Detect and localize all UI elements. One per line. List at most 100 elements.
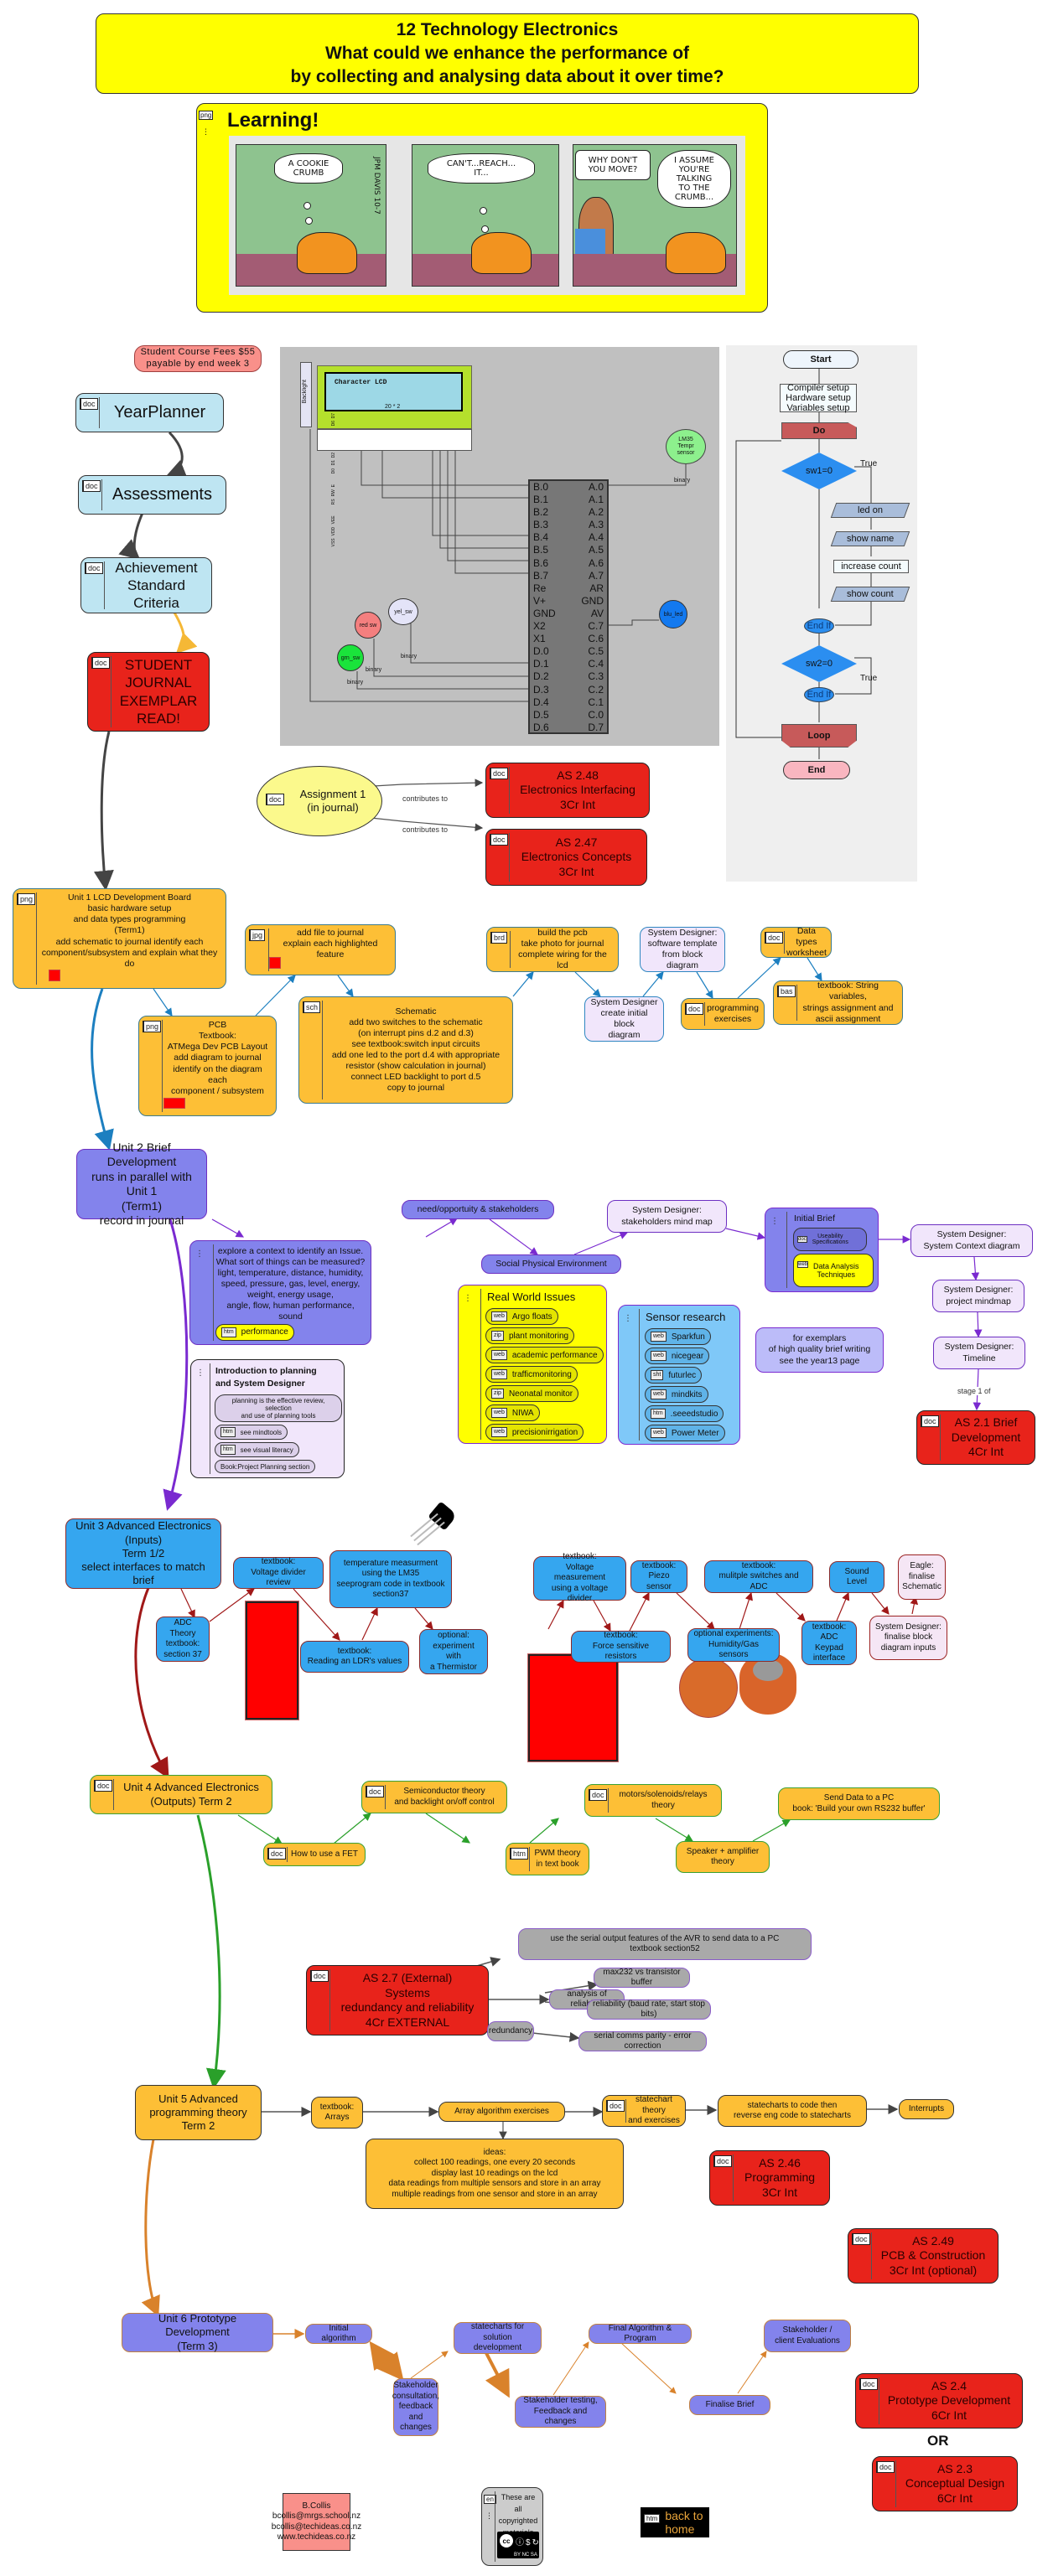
as21-node[interactable]: doc AS 2.1 Brief Development 4Cr Int: [916, 1410, 1035, 1465]
as247-node[interactable]: doc AS 2.47 Electronics Concepts 3Cr Int: [485, 829, 647, 886]
voltage-divider-node[interactable]: textbook: Voltage divider review: [233, 1557, 324, 1589]
fet-node[interactable]: doc How to use a FET: [263, 1843, 366, 1866]
build-pcb-node[interactable]: brd build the pcb take photo for journal…: [486, 927, 619, 972]
sd-context-node[interactable]: System Designer: System Context diagram: [910, 1224, 1033, 1257]
explore-context-node[interactable]: ⋮ explore a context to identify an Issue…: [189, 1240, 371, 1345]
usability-spec-link[interactable]: doc Useability Specifications: [793, 1228, 867, 1251]
unit1-node[interactable]: png Unit 1 LCD Development Board basic h…: [13, 888, 226, 989]
statechart-code-node[interactable]: statecharts to code then reverse eng cod…: [718, 2095, 867, 2127]
unit2-node[interactable]: Unit 2 Brief Development runs in paralle…: [76, 1141, 207, 1227]
voltage-measurement-node[interactable]: textbook: Voltage measurement using a vo…: [533, 1552, 626, 1603]
strings-node[interactable]: bas textbook: String variables, strings …: [773, 980, 903, 1025]
unit4-node[interactable]: doc Unit 4 Advanced Electronics (Outputs…: [90, 1775, 272, 1814]
as246-node[interactable]: doc AS 2.46 Programming 3Cr Int: [709, 2150, 830, 2206]
sd-software-template-node[interactable]: System Designer: software template from …: [640, 927, 725, 972]
parity-node[interactable]: serial comms parity - error correction: [578, 2031, 707, 2051]
piezo-node[interactable]: textbook: Piezo sensor: [630, 1560, 687, 1593]
unit5-node[interactable]: Unit 5 Advanced programming theory Term …: [135, 2085, 262, 2140]
assessments-node[interactable]: doc Assessments: [78, 475, 226, 515]
learning-node[interactable]: png ⋮ Learning! A COOKIE CRUMB JPM DAVIS…: [196, 103, 768, 313]
programming-exercises-node[interactable]: doc programming exercises: [681, 998, 765, 1030]
stakeholder-consultation-node[interactable]: Stakeholder consultation, feedback and c…: [392, 2378, 439, 2436]
motors-node[interactable]: doc motors/solenoids/relays theory: [584, 1784, 722, 1817]
pwm-node[interactable]: htm PWM theory in text book: [506, 1843, 589, 1875]
achievement-criteria-node[interactable]: doc Achievement Standard Criteria: [80, 557, 212, 613]
adc-keypad-node[interactable]: textbook: ADC Keypad interface: [801, 1621, 857, 1665]
baud-rate-node[interactable]: reliability (baud rate, start stop bits): [587, 1999, 711, 2020]
finalise-brief-node[interactable]: Finalise Brief: [689, 2395, 770, 2415]
final-algorithm-node[interactable]: Final Algorithm & Program: [589, 2324, 692, 2344]
flow-do: Do: [781, 422, 857, 439]
serial-output-node[interactable]: use the serial output features of the AV…: [518, 1928, 812, 1960]
lm35-node[interactable]: temperature measurment using the LM35 se…: [329, 1550, 452, 1608]
as23-node[interactable]: doc AS 2.3 Conceptual Design 6Cr Int: [872, 2456, 1018, 2511]
data-types-node[interactable]: doc Data types worksheet: [760, 926, 832, 958]
max232-node[interactable]: max232 vs transistor buffer: [594, 1968, 690, 1988]
pcb-node[interactable]: png PCB Textbook: ATMega Dev PCB Layout …: [138, 1016, 277, 1116]
ldr-node[interactable]: textbook: Reading an LDR's values: [300, 1641, 409, 1673]
send-data-node[interactable]: Send Data to a PC book: 'Build your own …: [778, 1787, 940, 1820]
adc-theory-node[interactable]: ADC Theory textbook: section 37: [156, 1616, 210, 1662]
performance-link[interactable]: htm performance: [215, 1324, 294, 1341]
humidity-gas-node[interactable]: optional experiments: Humidity/Gas senso…: [687, 1628, 780, 1662]
array-exercises-node[interactable]: Array algorithm exercises: [438, 2102, 565, 2122]
sd-block-diagram-node[interactable]: System Designer create initial block dia…: [584, 996, 664, 1042]
fsr-node[interactable]: textbook: Force sensitive resistors: [571, 1631, 671, 1663]
planning-item[interactable]: planning is the effective review, select…: [215, 1394, 342, 1422]
arrays-node[interactable]: textbook: Arrays: [311, 2097, 363, 2129]
sd-mindmap-node[interactable]: System Designer: project mindmap: [932, 1280, 1024, 1312]
need-opportunity-node[interactable]: need/opportuity & stakeholders: [402, 1200, 554, 1219]
stakeholder-evaluations-node[interactable]: Stakeholder / client Evaluations: [764, 2320, 851, 2352]
unit6-node[interactable]: Unit 6 Prototype Development (Term 3): [122, 2312, 273, 2352]
sd-timeline-node[interactable]: System Designer: Timeline: [933, 1337, 1025, 1369]
thermistor-node[interactable]: optional: experiment with a Thermistor: [419, 1629, 488, 1674]
schematic-node[interactable]: sch Schematic add two switches to the sc…: [298, 996, 513, 1104]
unit3-node[interactable]: Unit 3 Advanced Electronics (Inputs) Ter…: [65, 1518, 221, 1589]
statechart-node[interactable]: doc statechart theory and exercises: [602, 2095, 686, 2127]
sound-level-node[interactable]: Sound Level: [829, 1561, 884, 1593]
copyright-node[interactable]: en ⋮ These are all copyrighted materials…: [481, 2487, 543, 2566]
student-journal-node[interactable]: doc STUDENT JOURNAL EXEMPLAR READ!: [87, 652, 210, 732]
assignment-1-node[interactable]: doc Assignment 1 (in journal): [257, 766, 382, 836]
initial-algorithm-node[interactable]: Initial algorithm: [305, 2324, 372, 2344]
add-file-node[interactable]: jpg add file to journal explain each hig…: [245, 924, 396, 975]
planning-node[interactable]: ⋮ Introduction to planning and System De…: [190, 1359, 345, 1478]
sd-finalise-node[interactable]: System Designer: finalise block diagram …: [869, 1616, 947, 1660]
interrupts-node[interactable]: Interrupts: [899, 2099, 954, 2119]
statecharts-development-node[interactable]: statecharts for solution development: [454, 2322, 542, 2354]
as248-node[interactable]: doc AS 2.48 Electronics Interfacing 3Cr …: [485, 763, 650, 818]
semiconductor-node[interactable]: doc Semiconductor theory and backlight o…: [361, 1781, 507, 1813]
as24-node[interactable]: doc AS 2.4 Prototype Development 6Cr Int: [855, 2373, 1023, 2429]
sensor-research-item[interactable]: htm.seeedstudio: [645, 1405, 724, 1422]
social-environment-node[interactable]: Social Physical Environment: [481, 1254, 621, 1274]
back-to-home-link[interactable]: htm back to home: [641, 2507, 709, 2537]
multiple-switches-node[interactable]: textbook: mulitple switches and ADC: [704, 1560, 813, 1593]
data-analysis-link[interactable]: web Data Analysis Techniques: [793, 1254, 874, 1287]
stakeholder-testing-node[interactable]: Stakeholder testing, Feedback and change…: [515, 2396, 606, 2428]
initial-brief-node[interactable]: ⋮ Initial Brief doc Useability Specifica…: [765, 1208, 879, 1292]
speaker-node[interactable]: Speaker + amplifier theory: [676, 1841, 770, 1873]
eagle-schematic-node[interactable]: Eagle: finalise Schematic: [898, 1554, 946, 1600]
as249-node[interactable]: doc AS 2.49 PCB & Construction 3Cr Int (…: [848, 2228, 999, 2284]
redundancy-node[interactable]: redundancy: [487, 2021, 534, 2041]
sd-stakeholders-node[interactable]: System Designer: stakeholders mind map: [607, 1200, 727, 1233]
year-planner-node[interactable]: doc YearPlanner: [75, 393, 224, 432]
planning-item[interactable]: Book:Project Planning section: [215, 1460, 316, 1473]
as27-node[interactable]: doc AS 2.7 (External) Systems redundancy…: [306, 1965, 489, 2035]
